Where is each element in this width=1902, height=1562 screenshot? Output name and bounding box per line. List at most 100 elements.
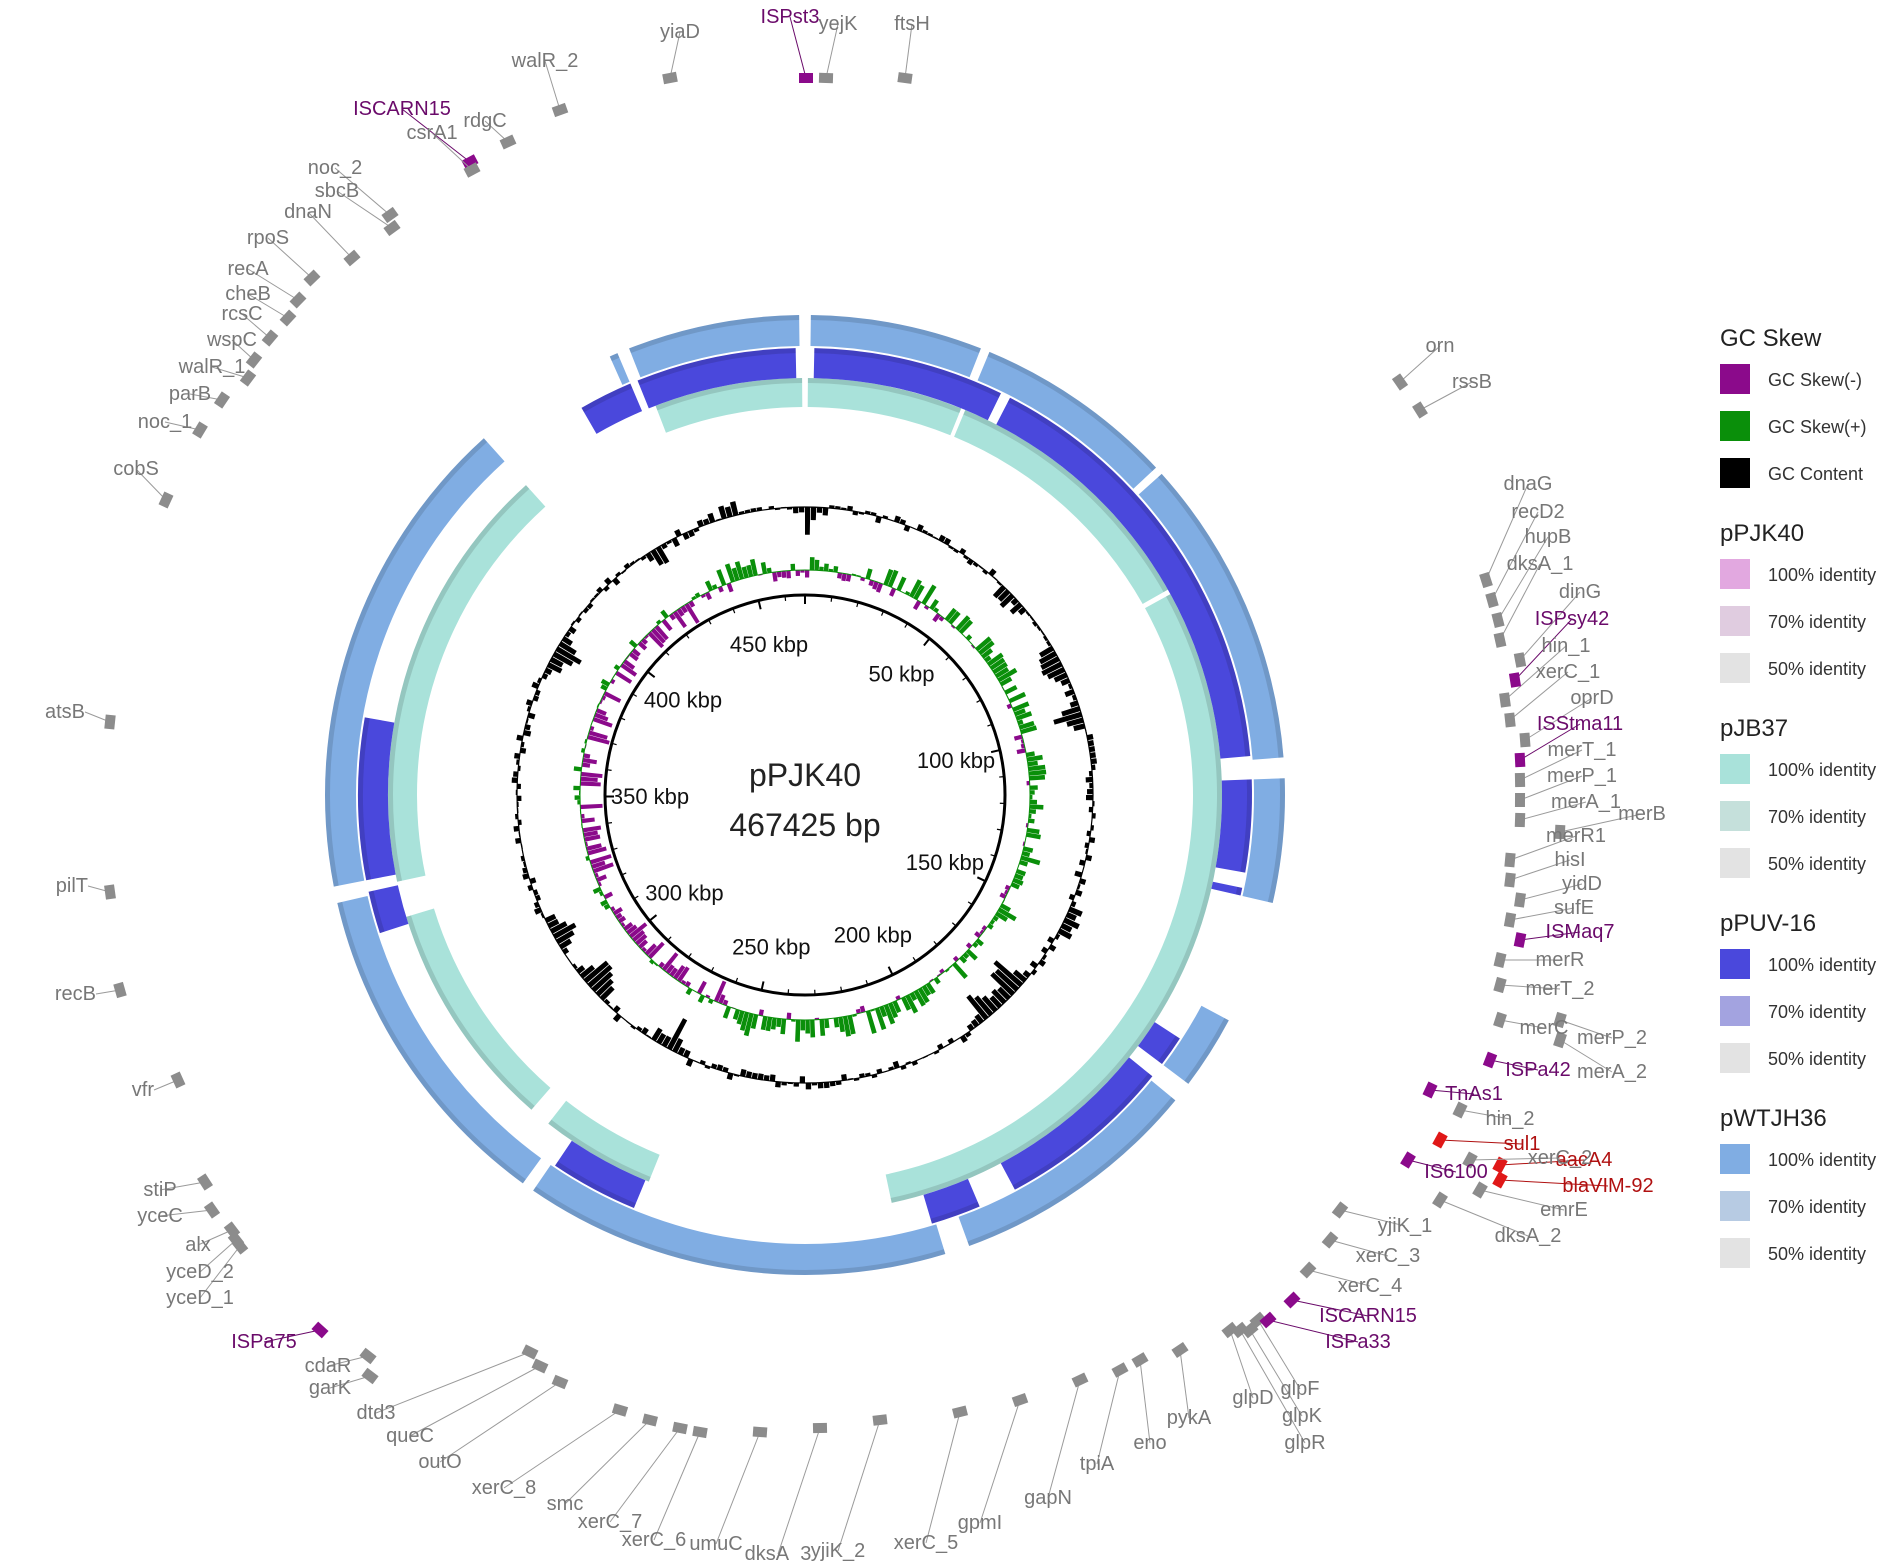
gc-skew-negative-bar [845, 573, 852, 582]
legend-swatch [1720, 1238, 1750, 1268]
gene-label: merA_1 [1551, 791, 1621, 813]
gc-content-bar [729, 501, 739, 517]
gene-leader-line [1479, 1189, 1565, 1211]
gc-skew-negative-bar [620, 663, 638, 677]
gc-content-bar [615, 571, 621, 577]
legend-item-label: 100% identity [1768, 1150, 1876, 1170]
gc-content-bar [1091, 819, 1092, 825]
gc-skew-positive-bar [577, 800, 581, 805]
gc-content-bar [892, 1060, 900, 1069]
gc-content-bar [1053, 672, 1068, 683]
gc-skew-negative-bar [717, 585, 724, 593]
identity-ring-ppuv-16-segment [1000, 1057, 1153, 1190]
identity-ring-pjb37-segment [406, 908, 551, 1110]
gene-feature-block [343, 249, 361, 267]
gene-feature-block [113, 981, 127, 999]
gc-skew-positive-bar [1019, 860, 1029, 867]
ring-shade [814, 348, 1001, 398]
gc-skew-negative-bar [647, 631, 665, 649]
gc-content-bar [591, 971, 614, 993]
gc-content-bar [1045, 640, 1051, 647]
gene-feature-block [551, 102, 569, 118]
gene-label: yidD [1562, 873, 1602, 895]
gene-feature-block [1492, 1156, 1508, 1174]
gc-content-bar [521, 843, 523, 849]
scale-label: 450 kbp [730, 632, 808, 657]
gc-skew-positive-bar [1020, 855, 1041, 866]
gc-content-bar [966, 558, 974, 566]
gc-content-bar [568, 626, 577, 635]
gene-leader-line [327, 1355, 369, 1367]
ring-shade [930, 1201, 980, 1224]
gc-skew-negative-bar [615, 670, 633, 684]
scale-tick [967, 901, 973, 906]
gene-label: queC [386, 1425, 434, 1447]
gene-leader-line [401, 108, 471, 163]
gc-skew-negative-bar [584, 834, 601, 842]
gene-feature-block [289, 291, 307, 309]
gc-skew-negative-bar [696, 980, 707, 995]
gc-skew-positive-bar [1029, 785, 1038, 790]
gc-content-bar [724, 506, 733, 518]
gc-skew-positive-bar [776, 1018, 782, 1028]
gc-content-bar [696, 519, 704, 528]
gc-content-bar [792, 507, 799, 514]
gene-leader-line [1519, 749, 1583, 781]
gene-leader-line [1559, 1039, 1613, 1073]
gene-feature-block [158, 491, 174, 509]
gc-skew-negative-bar [684, 602, 700, 624]
gc-content-bar [710, 1063, 718, 1069]
gc-skew-positive-bar [997, 667, 1018, 683]
gc-skew-negative-bar [1013, 734, 1023, 741]
gc-content-bar [966, 1023, 975, 1032]
gc-content-bar [559, 938, 573, 950]
gc-content-bar [650, 549, 664, 566]
gc-skew-negative-bar [626, 924, 638, 935]
gc-skew-negative-bar [603, 691, 622, 703]
gene-feature-block [1491, 611, 1505, 629]
gc-skew-positive-bar [746, 564, 754, 578]
gc-content-bar [993, 576, 998, 581]
gene-feature-block [1422, 1081, 1438, 1099]
gc-content-bar [853, 1077, 860, 1082]
gc-skew-negative-bar [644, 634, 649, 640]
gc-skew-negative-bar [841, 573, 847, 582]
gc-content-bar [636, 1025, 643, 1032]
gc-content-bar [805, 507, 811, 535]
gc-skew-positive-bar [917, 987, 930, 1004]
gene-label: orn [1426, 335, 1455, 357]
gc-content-bar [641, 1027, 649, 1035]
gc-content-bar [608, 1004, 614, 1010]
gene-feature-block [1519, 732, 1531, 748]
scale-tick [665, 651, 670, 656]
gene-feature-block [261, 329, 279, 347]
identity-ring-pjb37-segment [388, 485, 546, 882]
gc-content-bar [552, 651, 574, 667]
gene-feature-block [1493, 632, 1507, 648]
ring-shade [807, 378, 962, 414]
gene-leader-line [197, 1229, 233, 1246]
plasmid-name: pPJK40 [749, 757, 861, 793]
gene-leader-line [164, 421, 201, 431]
gene-leader-line [904, 23, 913, 79]
identity-ring-pjb37-segment [954, 410, 1168, 604]
gc-content-bar [595, 978, 614, 997]
gc-skew-positive-bar [743, 1013, 754, 1037]
gc-content-bar [859, 1073, 865, 1078]
gc-content-bar [997, 986, 1011, 1001]
ring-shade [555, 1161, 636, 1208]
scale-tick [606, 769, 612, 771]
gc-content-bar [555, 646, 582, 665]
legend-swatch [1720, 848, 1750, 878]
gene-leader-line [1267, 1319, 1359, 1343]
gc-skew-negative-bar [625, 655, 630, 660]
gene-feature-block [897, 72, 913, 84]
gc-content-bar [558, 641, 577, 656]
gc-skew-positive-bar [741, 566, 749, 579]
gene-leader-line [979, 1399, 1021, 1524]
gc-content-bar [1029, 616, 1034, 622]
gc-content-bar [799, 1076, 805, 1083]
gc-content-bar [722, 1066, 729, 1073]
gene-feature-block [1504, 872, 1516, 888]
identity-ring-pwtjh36-segment [810, 315, 981, 378]
